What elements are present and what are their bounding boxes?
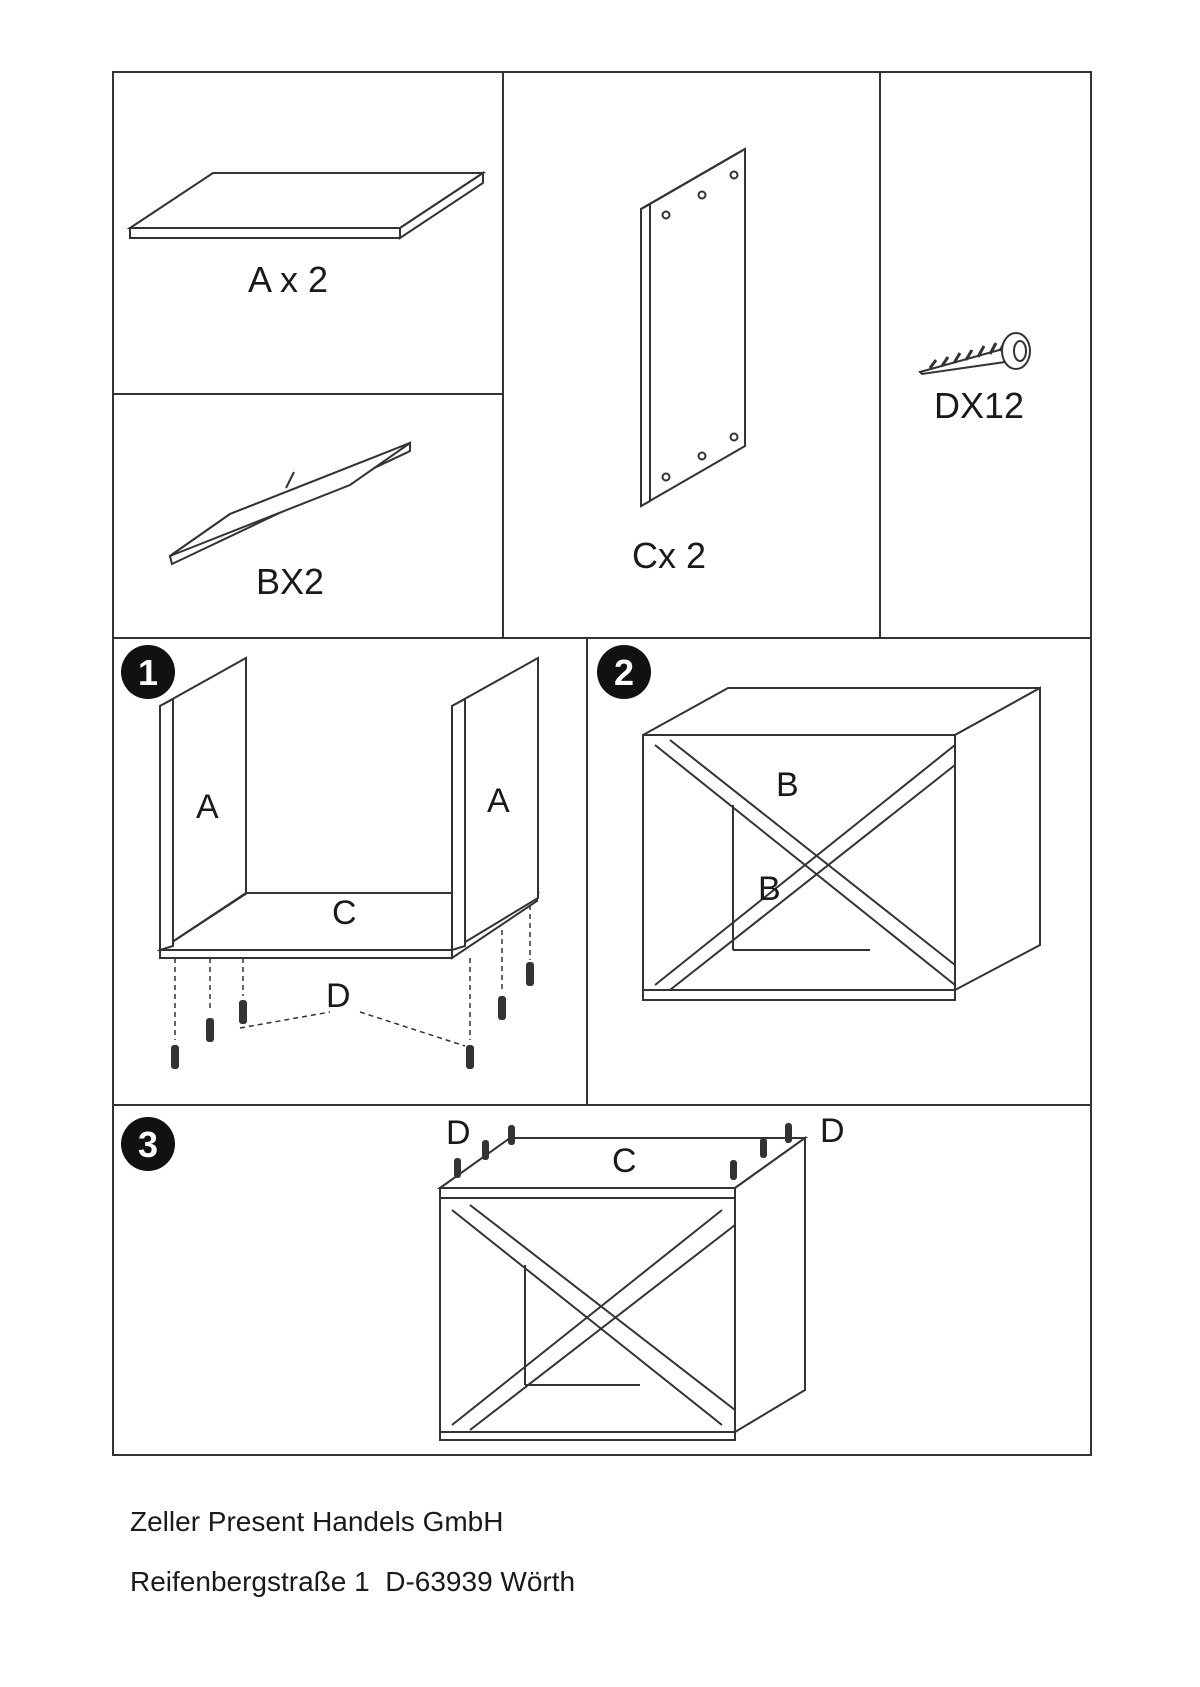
- part-c-label: Cx 2: [632, 535, 706, 576]
- part-d-label: DX12: [934, 385, 1024, 426]
- step-1-label-a-left: A: [196, 788, 219, 826]
- step-3-label-d-left: D: [446, 1114, 471, 1152]
- step-3-drawing: [436, 1136, 809, 1441]
- part-b-label: BX2: [256, 561, 324, 602]
- screw-icon: [918, 332, 1031, 376]
- step-1-label-d: D: [326, 977, 351, 1015]
- step-1-drawing: [156, 656, 541, 960]
- part-c-panel: Cx 2: [632, 147, 746, 576]
- step-3-panel: 3 D C D: [121, 1112, 845, 1441]
- footer-company: Zeller Present Handels GmbH: [130, 1506, 504, 1537]
- panel-grid: [112, 71, 1092, 1456]
- step-2-number: 2: [614, 652, 634, 693]
- board-a-drawing: [126, 171, 487, 240]
- step-1-label-c: C: [332, 894, 357, 932]
- part-b-panel: BX2: [168, 441, 412, 602]
- dowel-holes: [661, 170, 739, 482]
- step-2-label-b-bottom: B: [758, 870, 781, 908]
- step-3-badge: [121, 1117, 175, 1171]
- step-3-number: 3: [138, 1124, 158, 1165]
- part-a-panel: A x 2: [126, 171, 487, 300]
- screw-guides: [174, 905, 531, 1047]
- step-2-badge: [597, 645, 651, 699]
- part-d-panel: DX12: [918, 332, 1031, 426]
- footer-address: Reifenbergstraße 1 D-63939 Wörth: [130, 1566, 576, 1597]
- part-a-label: A x 2: [248, 259, 328, 300]
- step-2-label-b-top: B: [776, 766, 799, 804]
- board-b-drawing: [168, 441, 412, 566]
- step-3-label-d-right: D: [820, 1112, 845, 1150]
- step-1-panel: 1: [121, 645, 541, 1069]
- step-3-label-c: C: [612, 1142, 637, 1180]
- step-2-panel: 2 B B: [597, 645, 1041, 1001]
- step-1-label-a-right: A: [487, 782, 510, 820]
- step-1-number: 1: [138, 652, 158, 693]
- board-c-drawing: [640, 147, 746, 508]
- step-1-badge: [121, 645, 175, 699]
- step-2-drawing: [642, 686, 1041, 1001]
- screw-icons-step3: [454, 1123, 792, 1180]
- screw-icons-step1: [171, 962, 534, 1069]
